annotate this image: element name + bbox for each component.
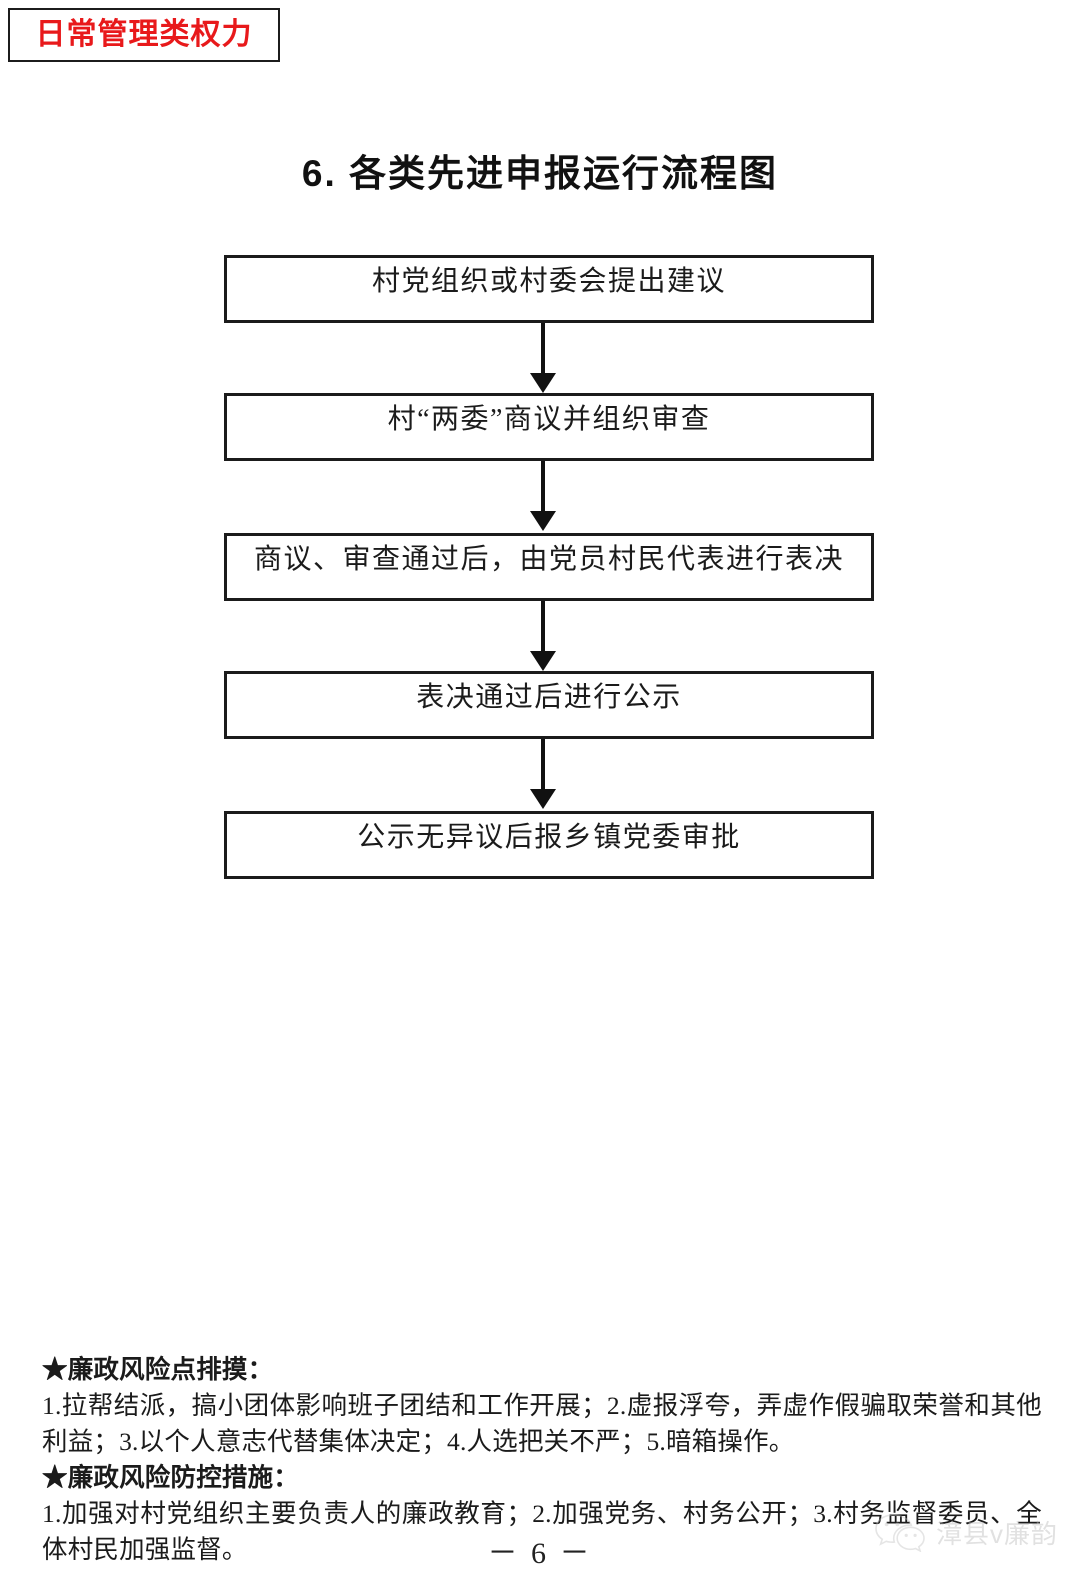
risk-points-heading: ★廉政风险点排摸：	[42, 1355, 274, 1384]
arrow-down-icon	[530, 789, 556, 809]
connector-line	[541, 461, 545, 515]
flow-node-step-3: 商议、审查通过后，由党员村民代表进行表决	[224, 533, 874, 601]
page-title: 6. 各类先进申报运行流程图	[301, 153, 779, 194]
connector-line	[541, 739, 545, 793]
control-measures-body: 1.加强对村党组织主要负责人的廉政教育；2.加强党务、村务公开；3.村务监督委员…	[42, 1499, 1042, 1564]
notes-section: ★廉政风险点排摸： 1.拉帮结派，搞小团体影响班子团结和工作开展；2.虚报浮夸，…	[42, 1352, 1042, 1568]
flow-node-step-1: 村党组织或村委会提出建议	[224, 255, 874, 323]
flow-node-label: 村“两委”商议并组织审查	[387, 404, 711, 435]
risk-points-body: 1.拉帮结派，搞小团体影响班子团结和工作开展；2.虚报浮夸，弄虚作假骗取荣誉和其…	[42, 1391, 1042, 1456]
arrow-down-icon	[530, 373, 556, 393]
flow-connector-2	[224, 461, 874, 533]
arrow-down-icon	[530, 651, 556, 671]
connector-line	[541, 323, 545, 377]
watermark: 漳县v廉韵	[874, 1512, 1058, 1552]
flow-node-step-2: 村“两委”商议并组织审查	[224, 393, 874, 461]
flow-node-label: 村党组织或村委会提出建议	[371, 266, 726, 297]
category-badge-label: 日常管理类权力	[35, 18, 253, 51]
flow-node-step-5: 公示无异议后报乡镇党委审批	[224, 811, 874, 879]
watermark-label: 漳县v廉韵	[935, 1518, 1058, 1549]
flow-node-label: 商议、审查通过后，由党员村民代表进行表决	[253, 544, 844, 575]
category-badge: 日常管理类权力	[8, 8, 280, 62]
flow-node-step-4: 表决通过后进行公示	[224, 671, 874, 739]
flow-connector-1	[224, 323, 874, 393]
flowchart: 村党组织或村委会提出建议 村“两委”商议并组织审查 商议、审查通过后，由党员村民…	[224, 255, 874, 879]
flow-connector-3	[224, 601, 874, 671]
flow-node-label: 表决通过后进行公示	[416, 682, 682, 713]
connector-line	[541, 601, 545, 655]
arrow-down-icon	[530, 511, 556, 531]
page-number: － 6 －	[487, 1537, 593, 1570]
flow-node-label: 公示无异议后报乡镇党委审批	[357, 822, 741, 853]
control-measures-heading: ★廉政风险防控措施：	[42, 1463, 300, 1492]
flow-connector-4	[224, 739, 874, 811]
wechat-icon	[874, 1512, 926, 1552]
